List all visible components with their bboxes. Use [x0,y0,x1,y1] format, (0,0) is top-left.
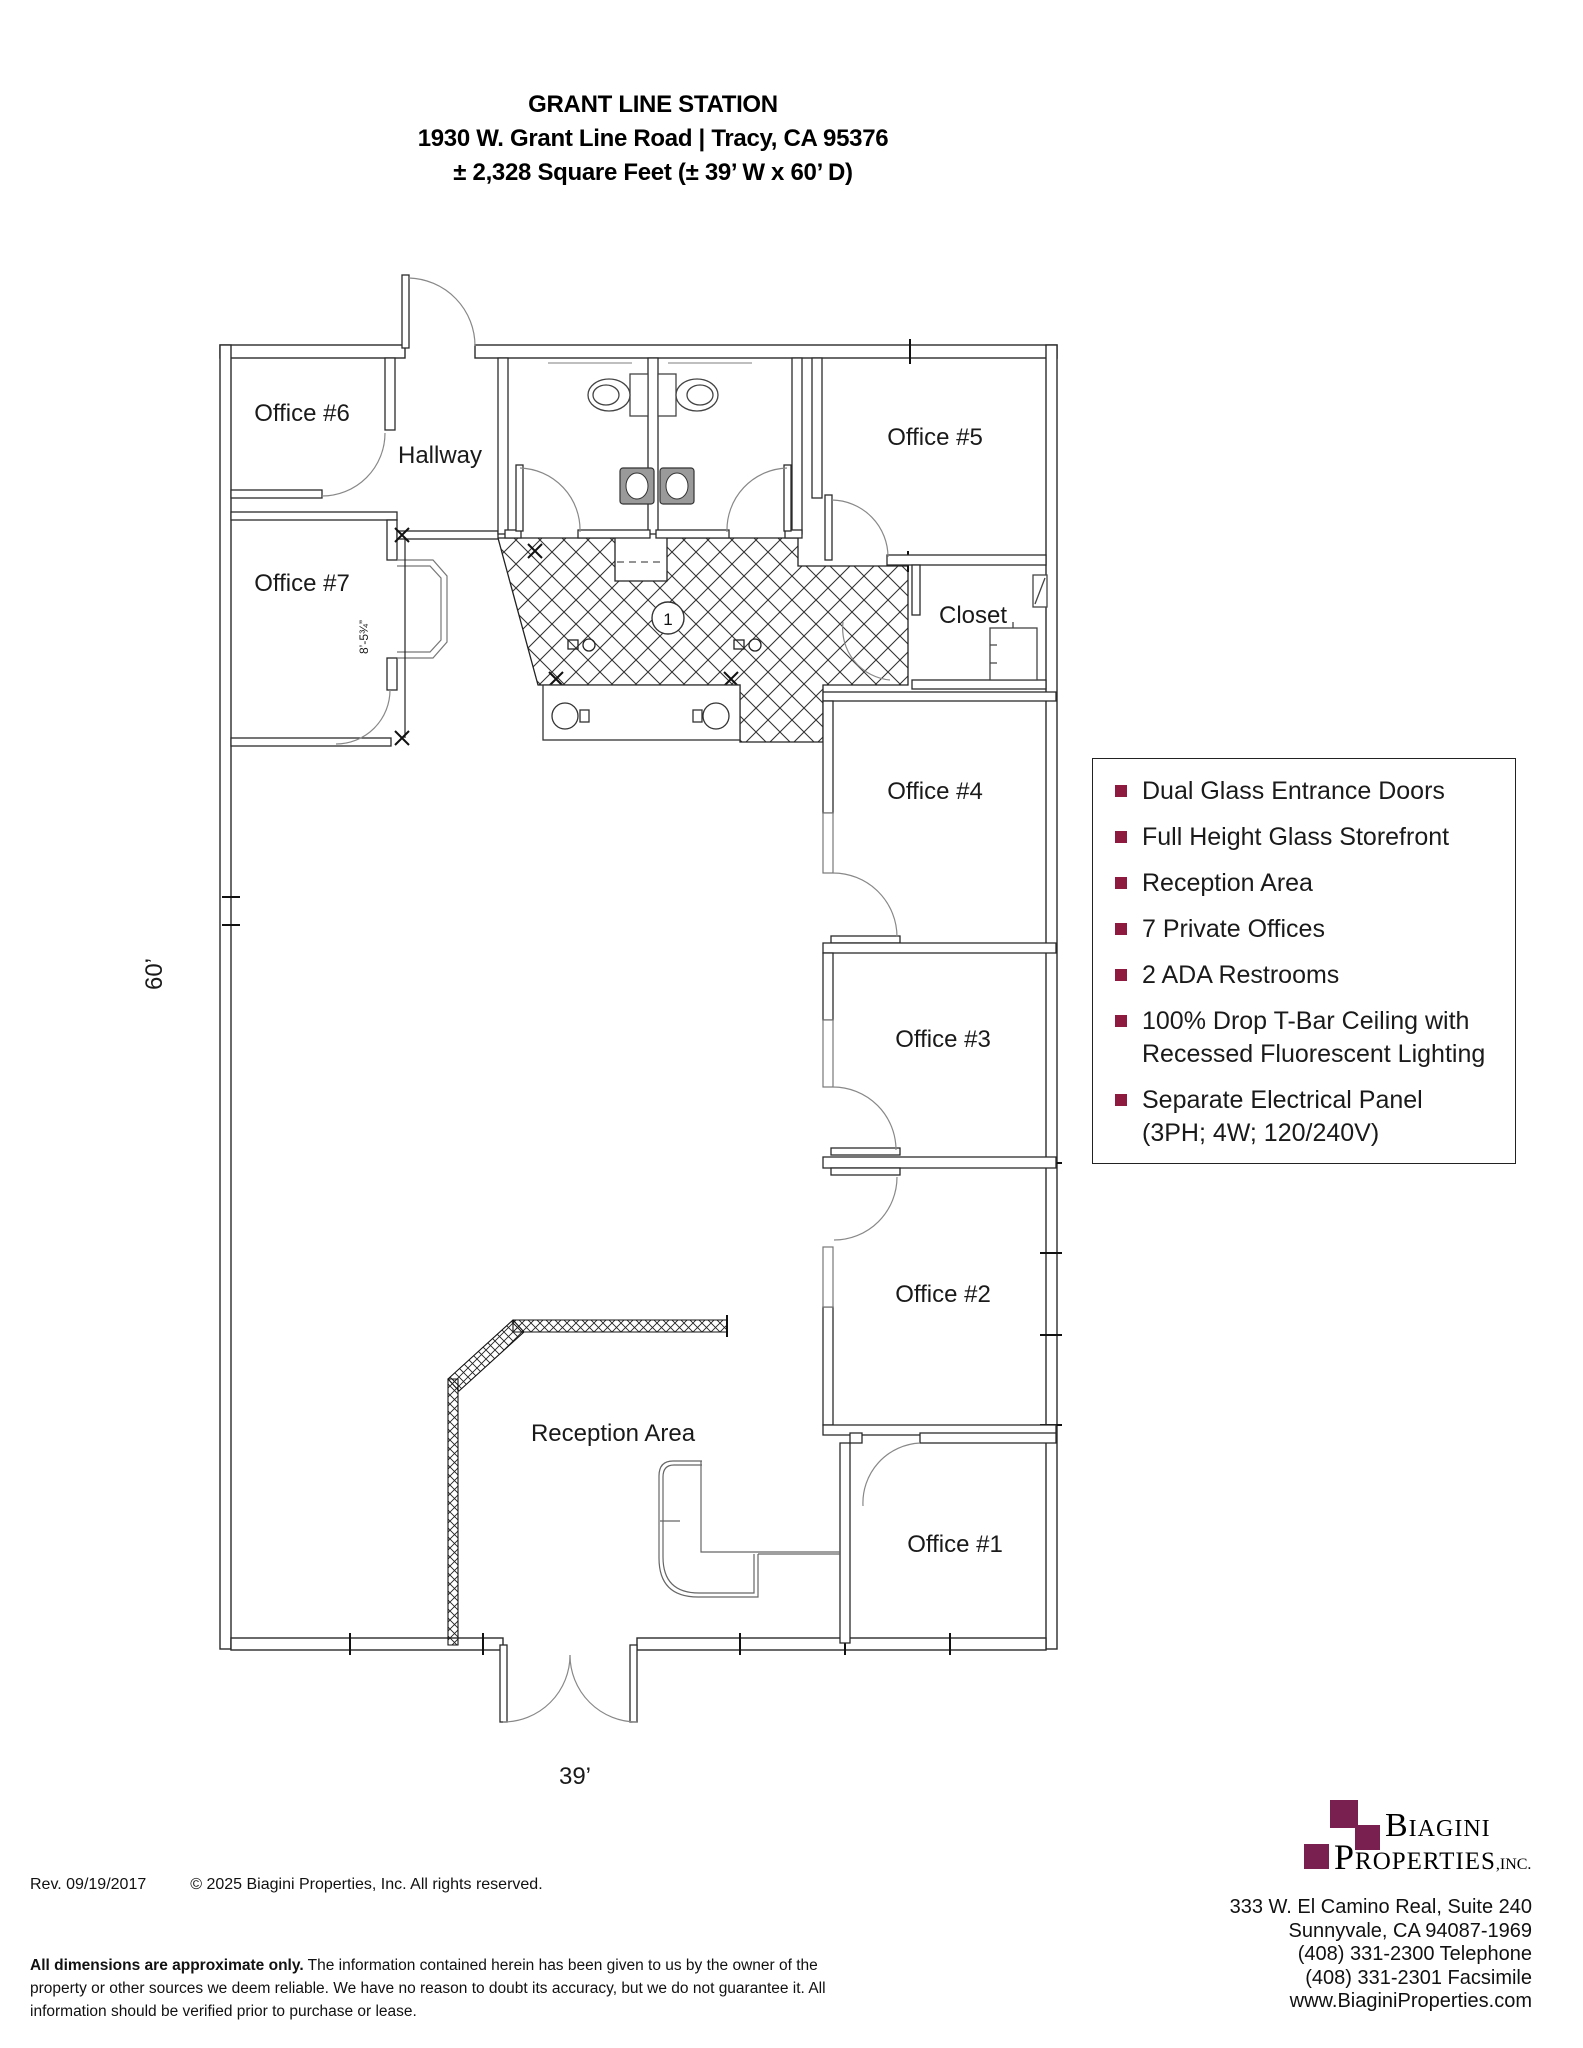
bullet-square-icon [1115,969,1127,981]
demo-x-marks [394,527,739,746]
feature-label: Reception Area [1142,869,1313,897]
office7-niche [397,559,448,659]
dimension-depth-60ft: 60’ [141,958,168,990]
restroom-walls [497,357,803,539]
water-heater [989,622,1038,681]
disclaimer-lead: All dimensions are approximate only. [30,1956,304,1974]
address-city: Sunnyvale, CA 94087-1969 [1288,1919,1532,1942]
logo-word-properties: Properties [1334,1837,1496,1877]
property-name: GRANT LINE STATION [528,91,778,118]
toilet-left [587,373,649,417]
room-label-office7: Office #7 [254,570,350,597]
room-label-office4: Office #4 [887,778,983,805]
revision-date: Rev. 09/19/2017 [30,1876,147,1893]
copyright-notice: © 2025 Biagini Properties, Inc. All righ… [190,1876,543,1893]
room-label-office6: Office #6 [254,400,350,427]
rear-exit-door [401,274,476,349]
office6-door [321,432,386,497]
features-box: Dual Glass Entrance Doors Full Height Gl… [1092,758,1516,1164]
room-label-hallway: Hallway [398,442,482,469]
drinking-fountain-box [542,684,741,741]
logo-wordmark-biagini: Biagini [1385,1807,1491,1844]
office-sidelites [822,812,834,1308]
bullet-square-icon [1115,785,1127,797]
feature-label: 7 Private Offices [1142,915,1325,943]
logo-wordmark-properties: Properties,INC. [1334,1839,1531,1883]
feature-label: 2 ADA Restrooms [1142,961,1340,989]
feature-label: Dual Glass Entrance Doors [1142,777,1445,805]
electrical-panel [1032,574,1048,608]
logo-suffix-inc: ,INC. [1495,1856,1532,1873]
feature-item: 2 ADA Restrooms [1115,959,1505,992]
office-doors [832,872,921,1507]
office-column-walls [822,691,1057,1644]
room-label-reception: Reception Area [531,1420,696,1447]
interior-walls-left [230,357,499,747]
biagini-logo: Biagini Properties,INC. [1290,1793,1540,1893]
disclaimer-body: The information contained herein has bee… [30,1956,826,2020]
feature-item: Dual Glass Entrance Doors [1115,775,1505,808]
toilet-right [657,373,719,417]
address-street: 333 W. El Camino Real, Suite 240 [1229,1896,1532,1918]
feature-item: 100% Drop T-Bar Ceiling with Recessed Fl… [1115,1005,1505,1071]
bullet-square-icon [1115,877,1127,889]
lavatory-symbols [567,638,762,652]
title-block: GRANT LINE STATION 1930 W. Grant Line Ro… [0,88,1306,190]
keynote-number: 1 [663,610,672,629]
reception-desk [658,1460,840,1598]
room-label-office1: Office #1 [907,1531,1003,1558]
logo-square-icon [1304,1844,1329,1869]
restroom-doors [519,467,788,533]
property-address: 1930 W. Grant Line Road | Tracy, CA 9537… [417,125,889,152]
disclaimer-paragraph: All dimensions are approximate only. The… [30,1954,830,2023]
closet-door [842,621,891,681]
phone-number: (408) 331-2300 Telephone [1297,1943,1532,1965]
website-url: www.BiaginiProperties.com [1289,1990,1532,2012]
bullet-square-icon [1115,831,1127,843]
dimension-office7-niche: 8’-5¾” [357,620,371,654]
bullet-square-icon [1115,923,1127,935]
bullet-square-icon [1115,1094,1127,1106]
feature-item: Reception Area [1115,867,1505,900]
revision-copyright-line: Rev. 09/19/2017 © 2025 Biagini Propertie… [30,1876,543,1894]
sink-right [659,467,695,505]
bullet-square-icon [1115,1015,1127,1027]
room-label-office2: Office #2 [895,1281,991,1308]
room-label-office3: Office #3 [895,1026,991,1053]
property-size: ± 2,328 Square Feet (± 39’ W x 60’ D) [453,159,853,186]
reception-glass-partition [447,1315,728,1646]
feature-item: Full Height Glass Storefront [1115,821,1505,854]
office5-closet-walls [811,357,1047,690]
dimension-width-39ft: 39’ [559,1763,591,1790]
logo-square-icon [1330,1800,1358,1828]
feature-label: Full Height Glass Storefront [1142,823,1450,851]
room-label-closet: Closet [939,602,1007,629]
feature-label: 100% Drop T-Bar Ceiling with Recessed Fl… [1142,1007,1486,1068]
exterior-walls [219,344,1058,1651]
office7-door [335,689,391,745]
keynote-symbol: 1 [651,601,685,635]
feature-item: Separate Electrical Panel (3PH; 4W; 120/… [1115,1084,1505,1150]
logo-square-icon [1355,1825,1380,1850]
feature-label: Separate Electrical Panel (3PH; 4W; 120/… [1142,1086,1423,1147]
fax-number: (408) 331-2301 Facsimile [1305,1966,1532,1989]
feature-item: 7 Private Offices [1115,913,1505,946]
company-address-block: 333 W. El Camino Real, Suite 240 Sunnyva… [1230,1896,1532,2014]
entry-doors [499,1644,638,1723]
sink-left [619,467,655,505]
room-label-office5: Office #5 [887,424,983,451]
office5-door [831,499,889,558]
